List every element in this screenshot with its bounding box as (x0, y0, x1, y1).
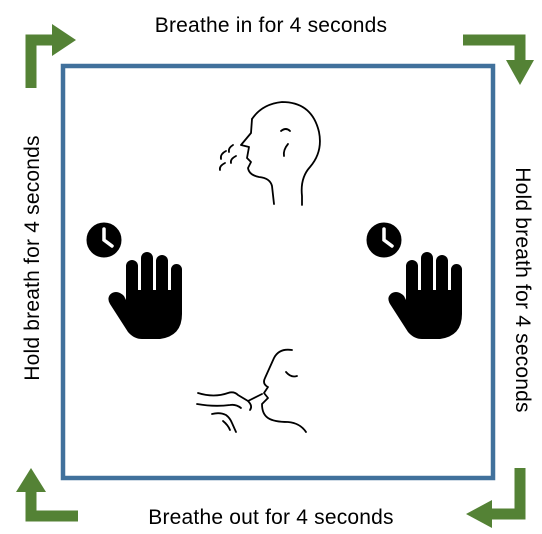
hold-breath-left-label: Hold breath for 4 seconds (21, 135, 45, 380)
inhale-face-icon (220, 102, 320, 205)
right-hold-hand-clock-icon (365, 221, 462, 339)
top-right-arrow-icon (463, 40, 534, 85)
breathe-out-label: Breathe out for 4 seconds (0, 506, 542, 530)
left-hold-hand-clock-icon (85, 221, 182, 339)
hold-breath-right-label: Hold breath for 4 seconds (510, 167, 534, 412)
exhale-face-icon (197, 350, 306, 432)
breathe-in-label: Breathe in for 4 seconds (0, 14, 542, 38)
